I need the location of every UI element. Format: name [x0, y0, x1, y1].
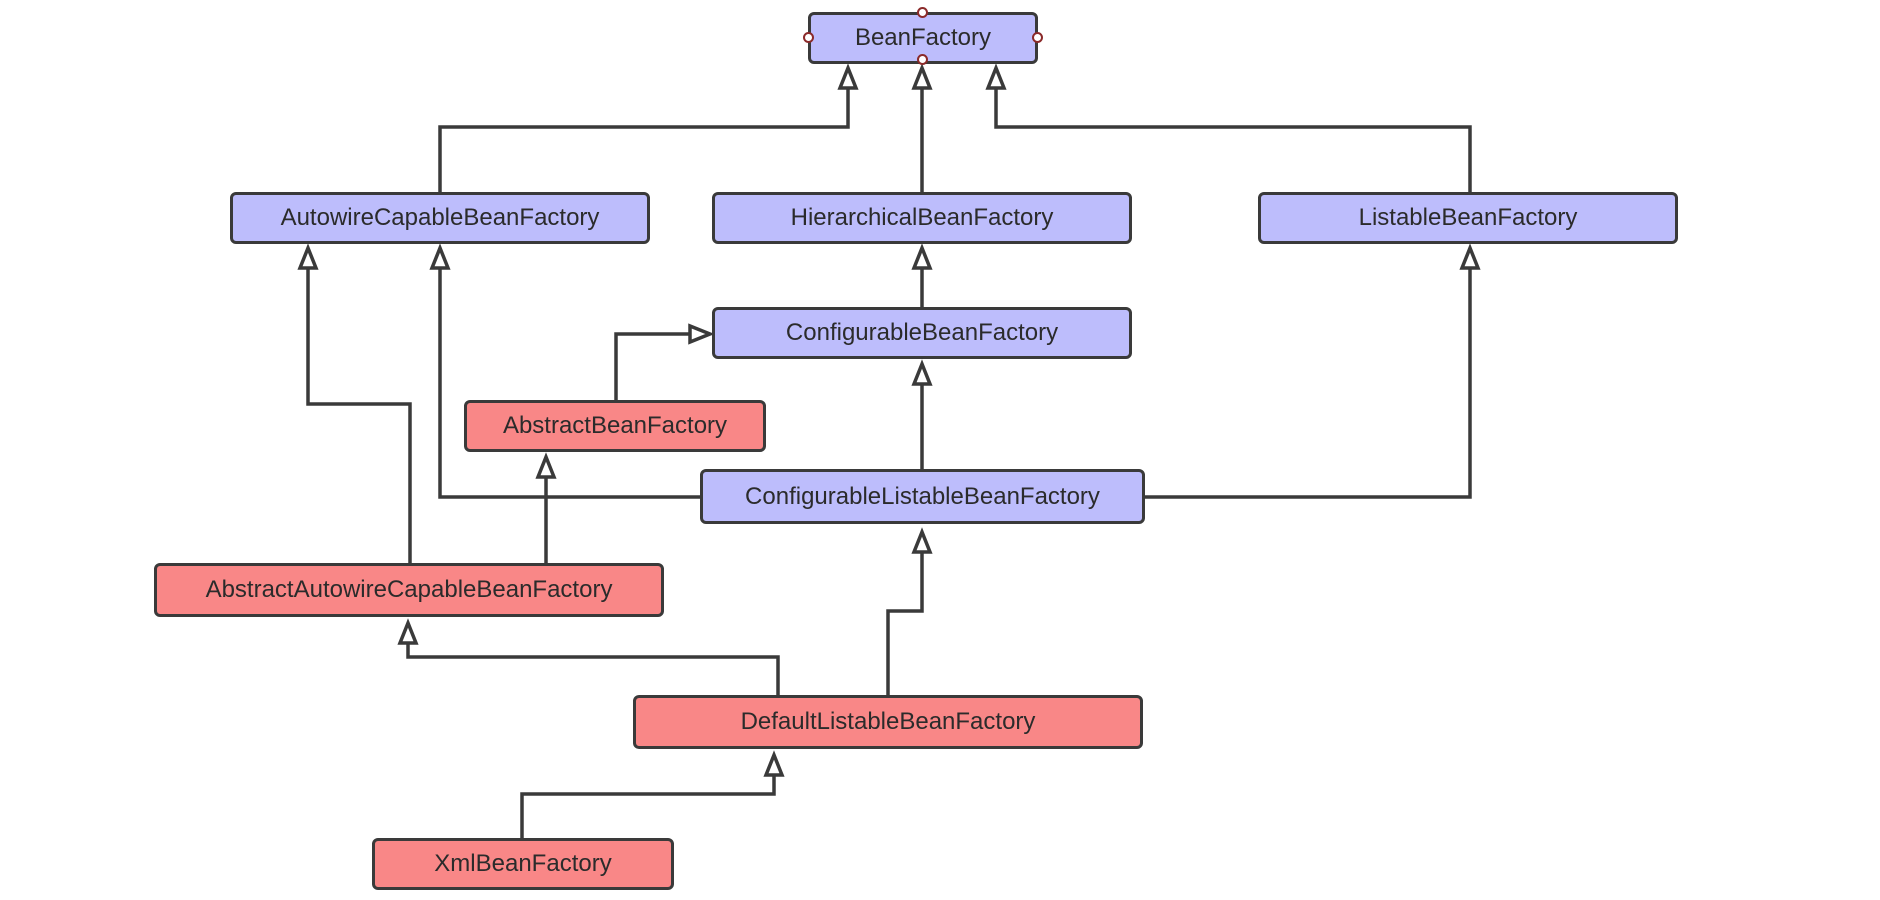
connector-defaultlistable-to-configlistable[interactable]: [886, 552, 924, 695]
arrowhead-configurable-to-hierarchical-icon: [911, 243, 933, 270]
connector-abstract-to-configurable[interactable]: [614, 332, 690, 400]
node-configurable-listable-bean-factory[interactable]: ConfigurableListableBeanFactory: [700, 469, 1145, 524]
connector-autowire-to-beanfactory[interactable]: [438, 88, 850, 192]
arrowhead-configlistable-to-configurable-icon: [911, 359, 933, 386]
node-abstract-autowire-capable-bean-factory[interactable]: AbstractAutowireCapableBeanFactory: [154, 563, 664, 617]
resize-handle-right[interactable]: [1032, 32, 1043, 43]
arrowhead-configlistable-to-autowire-icon: [429, 243, 451, 270]
node-hierarchical-bean-factory[interactable]: HierarchicalBeanFactory: [712, 192, 1132, 244]
connector-configlistable-to-autowire[interactable]: [438, 268, 700, 499]
connector-listable-to-beanfactory[interactable]: [994, 88, 1472, 192]
connector-defaultlistable-to-abstractautowire[interactable]: [406, 643, 780, 695]
arrowhead-defaultlistable-to-configlistable-icon: [911, 527, 933, 554]
resize-handle-bottom[interactable]: [917, 54, 928, 65]
connector-xml-to-defaultlistable[interactable]: [520, 775, 776, 838]
arrowhead-abstractautowire-to-abstract-icon: [535, 452, 557, 479]
node-default-listable-bean-factory[interactable]: DefaultListableBeanFactory: [633, 695, 1143, 749]
resize-handle-top[interactable]: [917, 7, 928, 18]
node-abstract-bean-factory[interactable]: AbstractBeanFactory: [464, 400, 766, 452]
node-xml-bean-factory[interactable]: XmlBeanFactory: [372, 838, 674, 890]
arrowhead-xml-to-defaultlistable-icon: [763, 750, 785, 777]
arrowhead-abstract-to-configurable-icon: [688, 323, 715, 345]
resize-handle-left[interactable]: [803, 32, 814, 43]
node-autowire-capable-bean-factory[interactable]: AutowireCapableBeanFactory: [230, 192, 650, 244]
connector-configlistable-to-listable[interactable]: [1145, 268, 1472, 499]
arrowhead-defaultlistable-to-abstractautowire-icon: [397, 618, 419, 645]
arrowhead-configlistable-to-listable-icon: [1459, 243, 1481, 270]
arrowhead-abstractautowire-to-autowire-icon: [297, 243, 319, 270]
arrowhead-autowire-to-beanfactory-icon: [837, 63, 859, 90]
connector-abstractautowire-to-autowire[interactable]: [306, 268, 412, 563]
node-listable-bean-factory[interactable]: ListableBeanFactory: [1258, 192, 1678, 244]
arrowhead-listable-to-beanfactory-icon: [985, 63, 1007, 90]
node-configurable-bean-factory[interactable]: ConfigurableBeanFactory: [712, 307, 1132, 359]
node-bean-factory[interactable]: BeanFactory: [808, 12, 1038, 64]
arrowhead-hierarchical-to-beanfactory-icon: [911, 63, 933, 90]
